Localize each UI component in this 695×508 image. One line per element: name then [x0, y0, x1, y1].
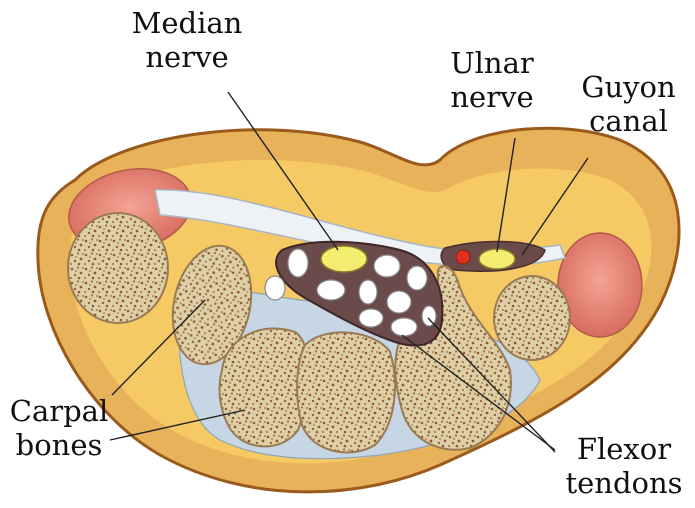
- label-carpal-bones: Carpal bones: [0, 394, 118, 462]
- carpal-bone-pisiform: [494, 276, 570, 360]
- carpal-bone-hamate-center: [297, 332, 395, 452]
- flexor-tendon: [387, 291, 411, 313]
- flexor-tendon: [288, 249, 308, 277]
- label-guyon-canal-line2: canal: [566, 104, 691, 138]
- flexor-tendon: [317, 280, 345, 300]
- flexor-tendon: [359, 309, 383, 327]
- label-flexor-tendons-line1: Flexor: [556, 432, 692, 466]
- flexor-tendon: [422, 306, 436, 326]
- label-median-nerve-line1: Median: [112, 6, 262, 40]
- label-flexor-tendons: Flexor tendons: [556, 432, 692, 500]
- carpal-bone-capitate: [220, 328, 309, 446]
- label-carpal-bones-line2: bones: [0, 428, 118, 462]
- label-ulnar-nerve: Ulnar nerve: [432, 46, 552, 114]
- label-flexor-tendons-line2: tendons: [556, 466, 692, 500]
- label-ulnar-nerve-line2: nerve: [432, 80, 552, 114]
- label-median-nerve-line2: nerve: [112, 40, 262, 74]
- label-guyon-canal: Guyon canal: [566, 70, 691, 138]
- label-median-nerve: Median nerve: [112, 6, 262, 74]
- flexor-tendon: [391, 318, 417, 336]
- median-nerve: [321, 246, 367, 272]
- label-ulnar-nerve-line1: Ulnar: [432, 46, 552, 80]
- label-guyon-canal-line1: Guyon: [566, 70, 691, 104]
- ulnar-artery: [456, 250, 470, 264]
- flexor-tendon: [374, 255, 400, 277]
- carpal-bone-trapezium: [68, 213, 168, 323]
- flexor-tendon: [407, 266, 427, 290]
- flexor-tendon: [265, 276, 285, 300]
- flexor-tendon: [359, 280, 377, 304]
- label-carpal-bones-line1: Carpal: [0, 394, 118, 428]
